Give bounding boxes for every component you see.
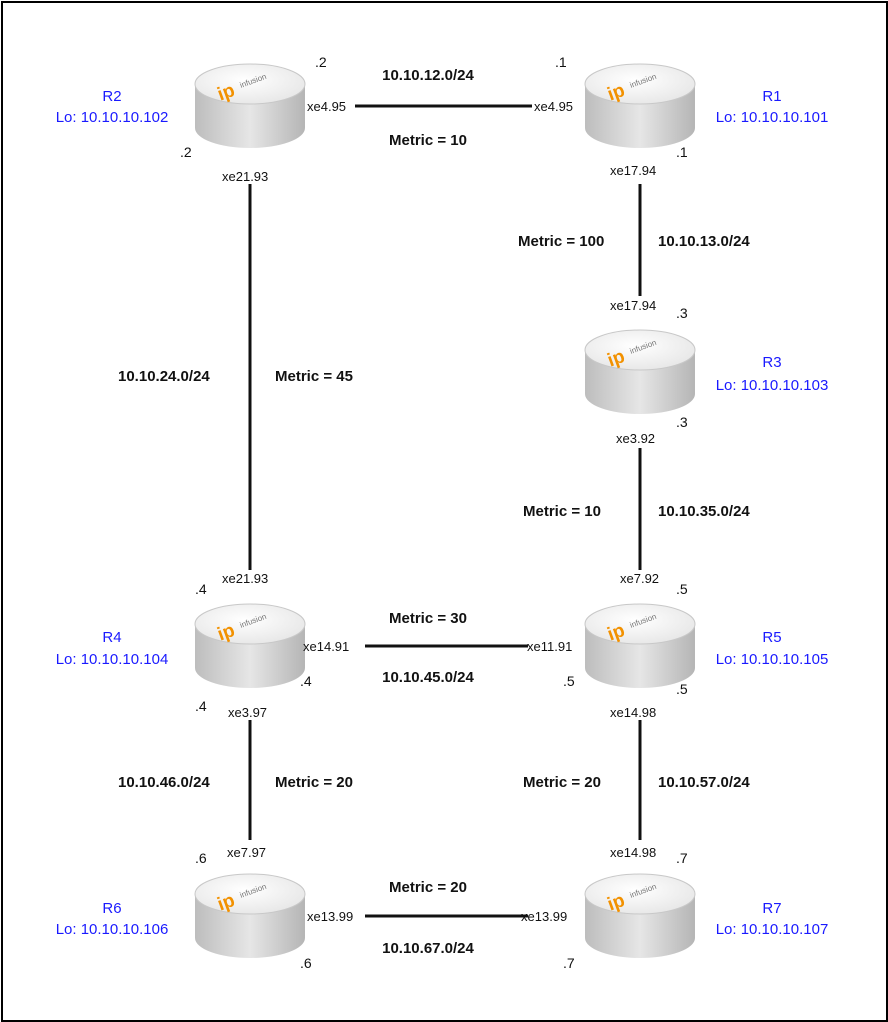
link-labels-r3-r5: 10.10.35.0/24 Metric = 10 xe3.92 xe7.92 … [523,414,750,597]
link-labels-r6-r7: Metric = 20 10.10.67.0/24 xe13.99 xe13.9… [300,879,575,971]
logo-mark: ip [605,620,628,646]
router-r2[interactable]: ip infusion [194,63,306,148]
interface-label: xe11.91 [527,639,572,654]
router-loopback-r6: Lo: 10.10.10.106 [56,921,169,938]
interface-label: xe4.95 [307,99,346,114]
router-r1[interactable]: ip infusion [584,63,696,148]
router-name-r2: R2 [102,88,121,105]
logo-mark: ip [605,890,628,916]
host-octet-label: .3 [676,305,688,321]
metric-label: Metric = 100 [518,233,604,250]
host-octet-label: .5 [676,581,688,597]
link-labels-r2-r1: 10.10.12.0/24 Metric = 10 xe4.95 xe4.95 … [307,54,573,149]
logo-mark: ip [605,80,628,106]
interface-label: xe7.92 [620,571,659,586]
host-octet-label: .7 [676,850,688,866]
metric-label: Metric = 10 [389,132,467,149]
interface-label: xe14.98 [610,705,656,720]
interface-label: xe17.94 [610,163,656,178]
host-octet-label: .3 [676,414,688,430]
router-name-r5: R5 [762,629,781,646]
routers-layer: ip infusion ip infusion ip infusion [194,63,696,958]
router-loopback-r5: Lo: 10.10.10.105 [716,651,829,668]
router-r4[interactable]: ip infusion [194,603,306,688]
router-name-r7: R7 [762,900,781,917]
interface-label: xe4.95 [534,99,573,114]
link-labels-r2-r4: 10.10.24.0/24 Metric = 45 xe21.93 xe21.9… [118,144,353,597]
router-loopback-r7: Lo: 10.10.10.107 [716,921,829,938]
router-name-r1: R1 [762,88,781,105]
router-r5[interactable]: ip infusion [584,603,696,688]
link-labels-r4-r6: 10.10.46.0/24 Metric = 20 xe3.97 xe7.97 … [118,698,353,866]
host-octet-label: .6 [300,955,312,971]
interface-label: xe14.98 [610,845,656,860]
router-loopback-r3: Lo: 10.10.10.103 [716,377,829,394]
metric-label: Metric = 20 [275,774,353,791]
interface-label: xe14.91 [303,639,349,654]
host-octet-label: .5 [563,673,575,689]
router-loopback-r4: Lo: 10.10.10.104 [56,651,169,668]
interface-label: xe21.93 [222,169,268,184]
metric-label: Metric = 30 [389,610,467,627]
subnet-label: 10.10.67.0/24 [382,940,474,957]
host-octet-label: .4 [300,673,312,689]
logo-mark: ip [605,346,628,372]
interface-label: xe3.97 [228,705,267,720]
router-r7[interactable]: ip infusion [584,873,696,958]
logo-mark: ip [215,890,238,916]
link-labels-r5-r7: 10.10.57.0/24 Metric = 20 xe14.98 xe14.9… [523,681,750,866]
router-labels: R2 Lo: 10.10.10.102 R1 Lo: 10.10.10.101 … [56,88,829,938]
link-labels-r1-r3: 10.10.13.0/24 Metric = 100 xe17.94 xe17.… [518,144,750,321]
router-loopback-r2: Lo: 10.10.10.102 [56,109,169,126]
interface-label: xe7.97 [227,845,266,860]
router-r3[interactable]: ip infusion [584,329,696,414]
interface-label: xe13.99 [521,909,567,924]
logo-mark: ip [215,80,238,106]
metric-label: Metric = 10 [523,503,601,520]
metric-label: Metric = 20 [523,774,601,791]
links-layer [248,104,642,918]
host-octet-label: .1 [555,54,567,70]
router-name-r6: R6 [102,900,121,917]
subnet-label: 10.10.13.0/24 [658,233,750,250]
host-octet-label: .6 [195,850,207,866]
host-octet-label: .4 [195,698,207,714]
host-octet-label: .7 [563,955,575,971]
host-octet-label: .2 [315,54,327,70]
subnet-label: 10.10.46.0/24 [118,774,210,791]
interface-label: xe21.93 [222,571,268,586]
metric-label: Metric = 20 [389,879,467,896]
interface-label: xe17.94 [610,298,656,313]
host-octet-label: .1 [676,144,688,160]
host-octet-label: .2 [180,144,192,160]
subnet-label: 10.10.24.0/24 [118,368,210,385]
router-r6[interactable]: ip infusion [194,873,306,958]
router-name-r3: R3 [762,354,781,371]
subnet-label: 10.10.45.0/24 [382,669,474,686]
subnet-label: 10.10.35.0/24 [658,503,750,520]
host-octet-label: .5 [676,681,688,697]
metric-label: Metric = 45 [275,368,353,385]
logo-mark: ip [215,620,238,646]
interface-label: xe3.92 [616,431,655,446]
host-octet-label: .4 [195,581,207,597]
router-name-r4: R4 [102,629,121,646]
link-labels-r4-r5: Metric = 30 10.10.45.0/24 xe14.91 xe11.9… [300,610,575,689]
subnet-label: 10.10.12.0/24 [382,67,474,84]
router-loopback-r1: Lo: 10.10.10.101 [716,109,829,126]
interface-label: xe13.99 [307,909,353,924]
subnet-label: 10.10.57.0/24 [658,774,750,791]
